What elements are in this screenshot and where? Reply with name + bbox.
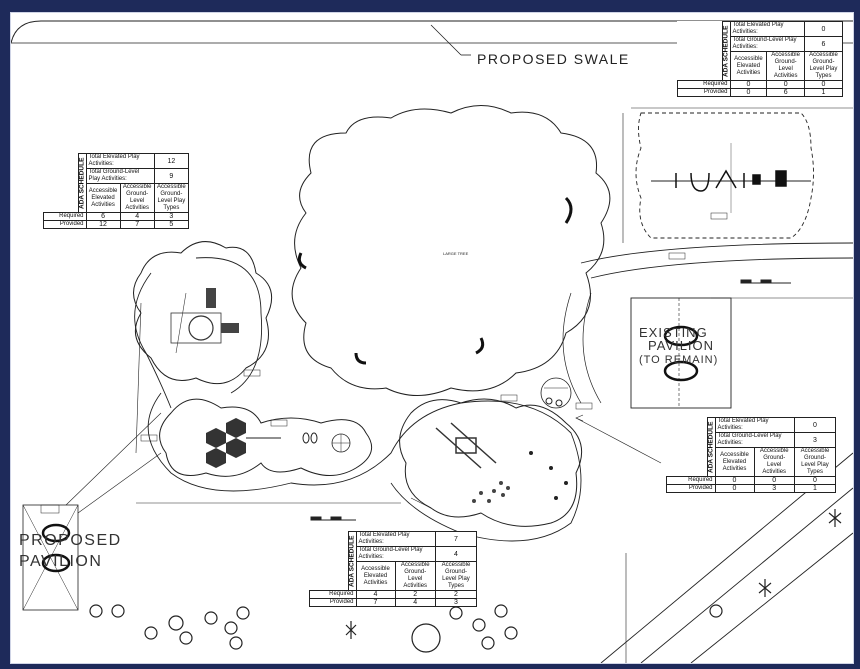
site-plan-drawing: PROPOSED SWALE LARGE TREE xyxy=(10,12,854,664)
fitness-area xyxy=(635,112,814,239)
proposed-pavilion-label: PROPOSED PAVILION xyxy=(19,532,128,570)
play-area-west xyxy=(133,241,273,385)
existing-pavilion-label: EXISTING PAVILION (TO REMAIN) xyxy=(639,325,719,366)
ada-schedule-fitness: ADA SCHEDULE Total Elevated Play Activit… xyxy=(677,21,844,97)
planting-clusters xyxy=(89,604,723,653)
proposed-swale-label: PROPOSED SWALE xyxy=(477,51,630,67)
plan-linework: PROPOSED SWALE LARGE TREE xyxy=(11,20,853,663)
large-tree-label: LARGE TREE xyxy=(443,251,469,256)
existing-pavilion-outline xyxy=(630,297,732,409)
ada-title: ADA SCHEDULE xyxy=(722,21,730,81)
scale-bar xyxy=(310,279,791,521)
ada-schedule-south: ADA SCHEDULE Total Elevated Play Activit… xyxy=(309,531,478,607)
ada-title: ADA SCHEDULE xyxy=(78,153,86,213)
play-area-southwest xyxy=(159,398,373,477)
star-shrubs xyxy=(345,509,842,639)
ada-title: ADA SCHEDULE xyxy=(707,417,715,477)
large-tree-canopy xyxy=(291,105,611,396)
ada-title: ADA SCHEDULE xyxy=(348,531,356,591)
play-area-central xyxy=(399,398,583,527)
ada-schedule-east: ADA SCHEDULE Total Elevated Play Activit… xyxy=(666,417,837,493)
ada-schedule-west: ADA SCHEDULE Total Elevated Play Activit… xyxy=(43,153,190,229)
